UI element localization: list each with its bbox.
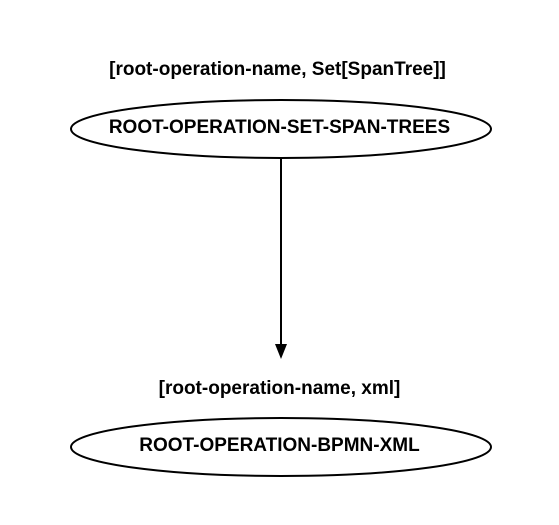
edge-arrowhead — [275, 344, 287, 359]
node-name-set-span-trees: ROOT-OPERATION-SET-SPAN-TREES — [108, 117, 451, 138]
node-ellipse-set-span-trees[interactable] — [70, 99, 492, 159]
node-ellipse-bpmn-xml[interactable] — [70, 417, 492, 477]
node-name-bpmn-xml: ROOT-OPERATION-BPMN-XML — [139, 435, 420, 456]
node-type-label: [root-operation-name, Set[SpanTree]] — [109, 59, 446, 80]
node-type-label: [root-operation-name, xml] — [158, 378, 401, 399]
